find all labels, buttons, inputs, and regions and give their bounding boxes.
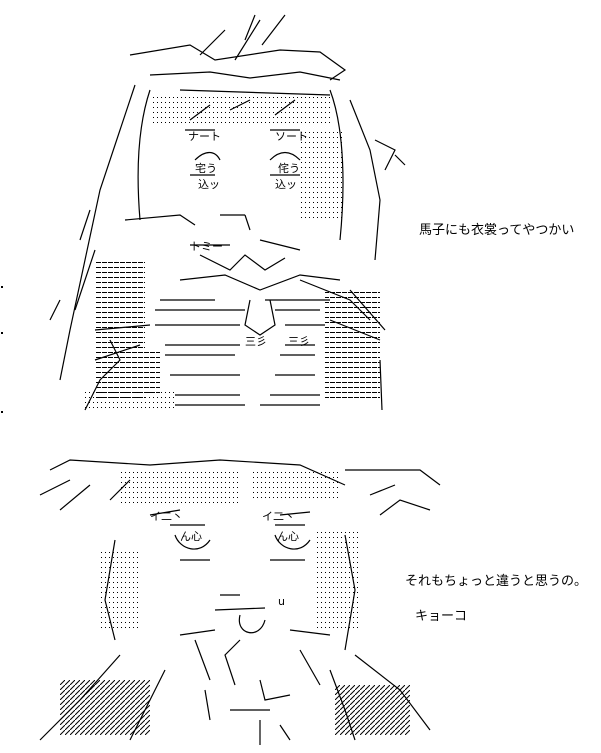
- svg-text:三彡: 三彡: [288, 335, 310, 348]
- ascii-art-panel-1: 宅う 侘う 込ッ 込ッ ナート ソート トミー 三彡 三彡 馬子にも衣裳ってやつ…: [49, 14, 575, 411]
- svg-text:u: u: [278, 595, 285, 608]
- edge-dot: [1, 411, 3, 413]
- svg-text:三彡: 三彡: [245, 335, 267, 348]
- panel-2-speaker: キョーコ: [415, 609, 468, 624]
- ascii-art-panel-2: ん心 ん心 イ二丶 イ二丶 u: [0, 440, 601, 753]
- svg-text:宅う: 宅う: [195, 161, 217, 175]
- edge-dot: [1, 332, 3, 334]
- ascii-art-character-formal-suit: 宅う 侘う 込ッ 込ッ ナート ソート トミー 三彡 三彡: [49, 14, 406, 411]
- svg-text:込ッ: 込ッ: [275, 178, 297, 191]
- svg-text:込ッ: 込ッ: [198, 178, 220, 191]
- svg-text:ソート: ソート: [275, 130, 308, 143]
- edge-dot: [1, 286, 3, 288]
- panel-2-caption: それもちょっと違うと思うの。: [405, 574, 588, 589]
- svg-text:ん心: ん心: [180, 530, 202, 543]
- svg-text:イ二丶: イ二丶: [262, 510, 295, 523]
- ascii-art-character-girl: ん心 ん心 イ二丶 イ二丶 u: [39, 459, 441, 745]
- svg-text:トミー: トミー: [190, 240, 223, 253]
- svg-text:ん心: ん心: [277, 530, 299, 543]
- svg-text:侘う: 侘う: [278, 161, 300, 175]
- panel-1-caption: 馬子にも衣裳ってやつかい: [419, 223, 575, 238]
- svg-text:ナート: ナート: [188, 130, 221, 143]
- svg-text:イ二丶: イ二丶: [150, 510, 183, 523]
